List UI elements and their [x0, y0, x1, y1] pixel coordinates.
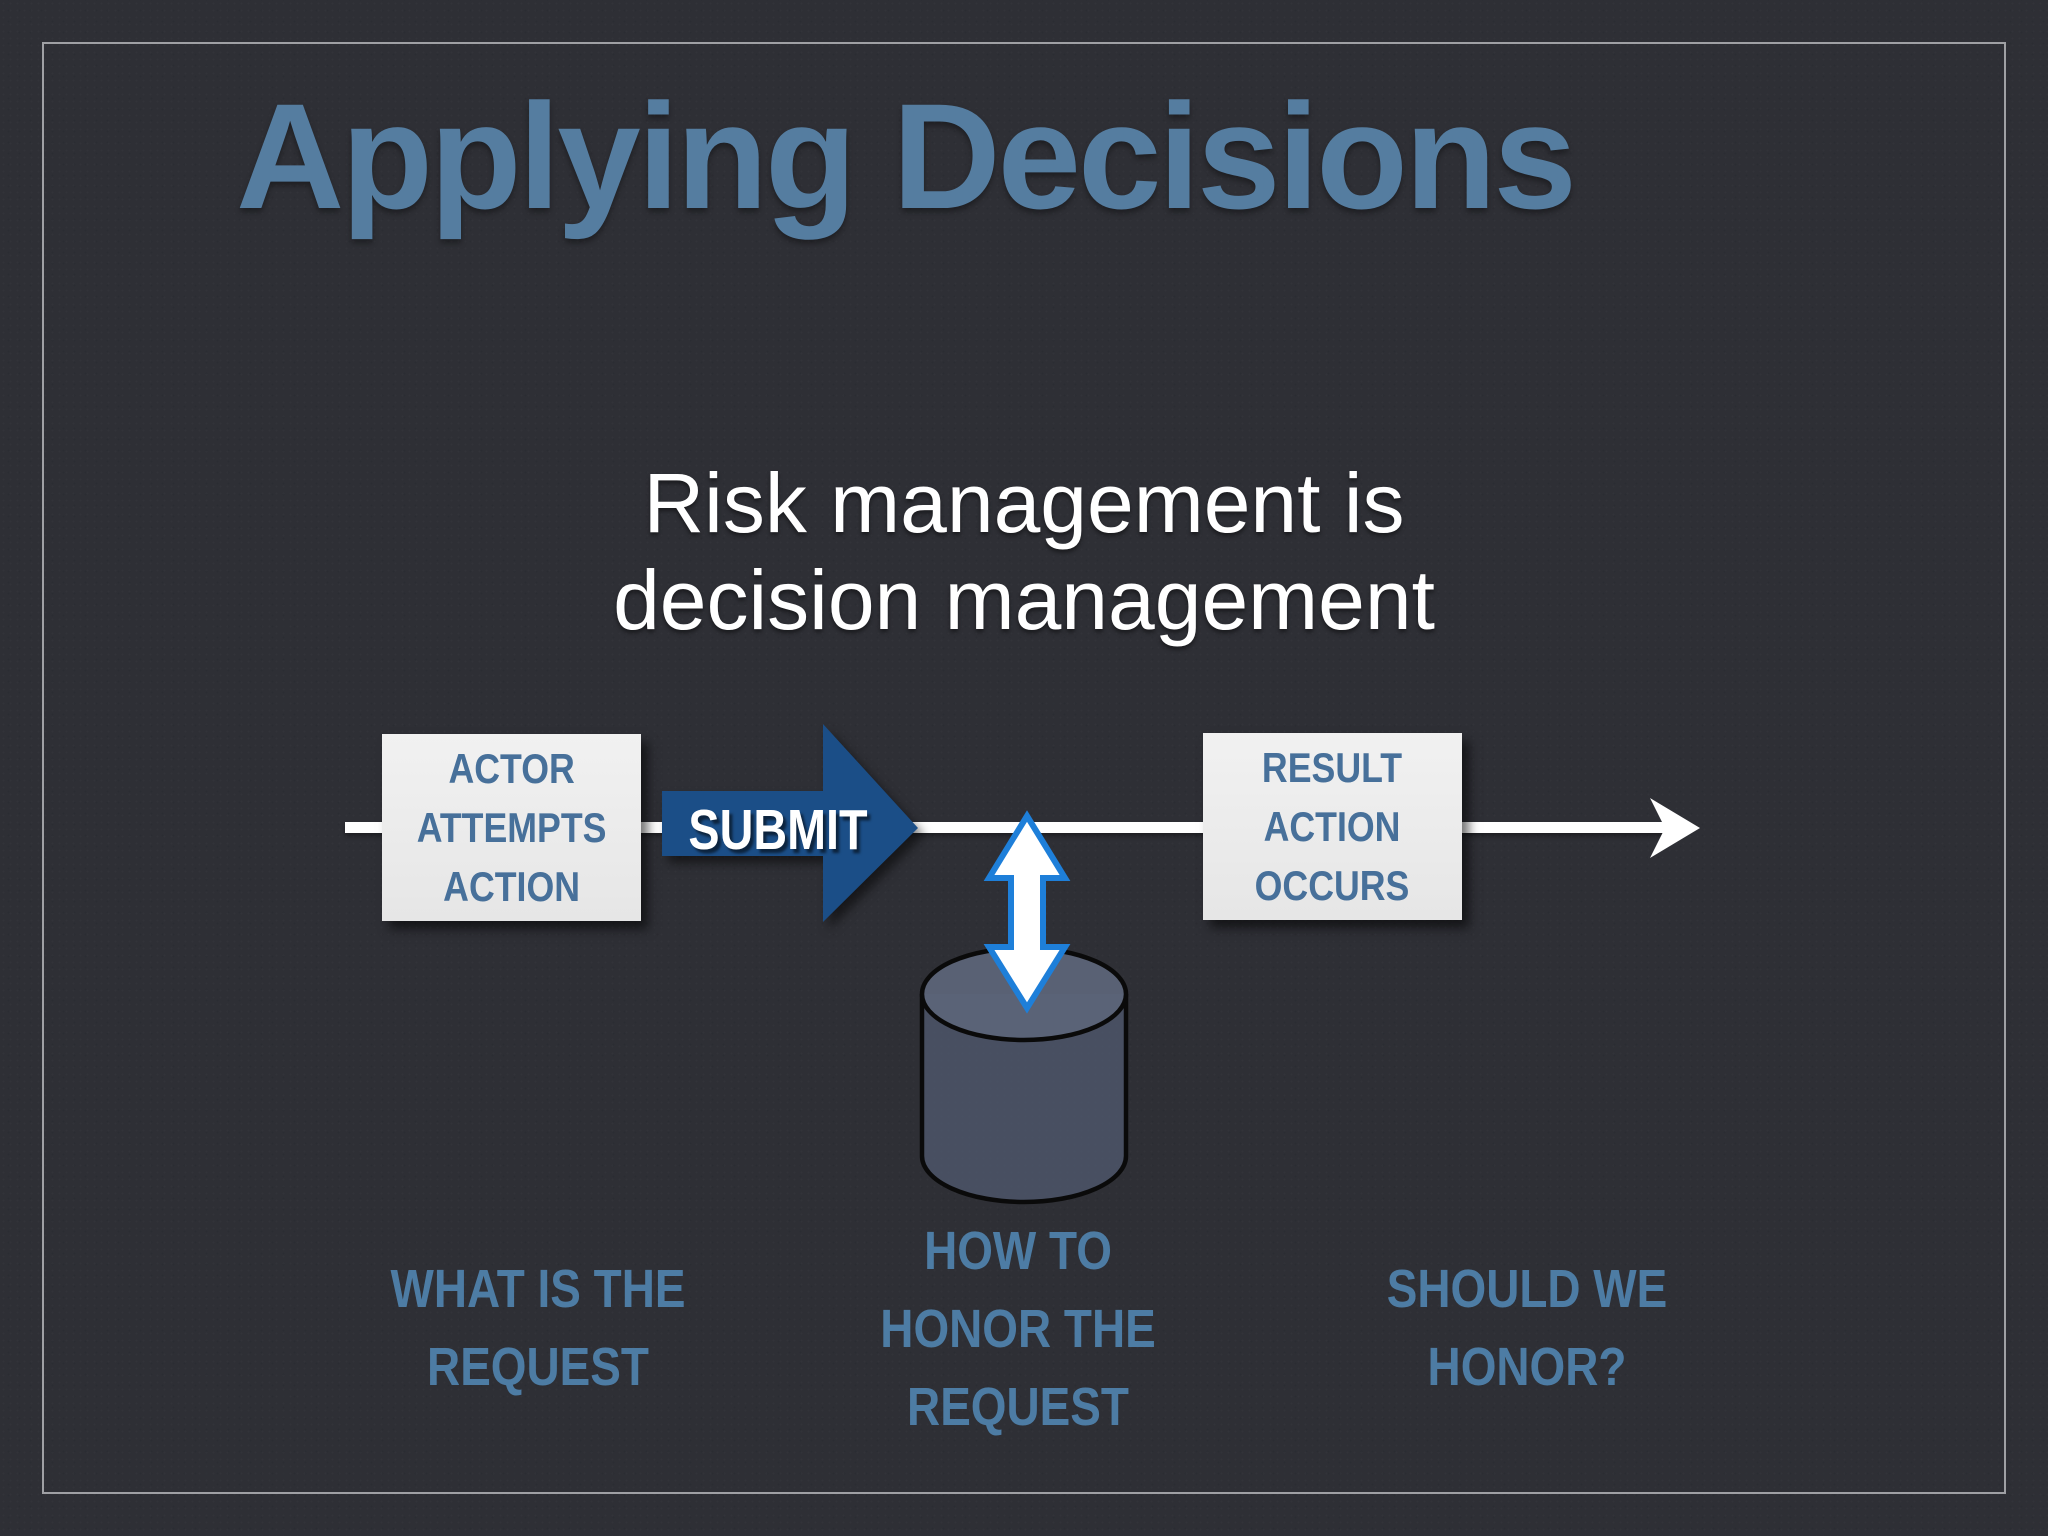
actor-box-line-2: ATTEMPTS — [416, 804, 607, 851]
result-box: RESULT ACTION OCCURS — [1203, 733, 1462, 920]
page-title: Applying Decisions — [236, 72, 1577, 240]
timeline-line — [345, 822, 1668, 833]
result-box-line-1: RESULT — [1262, 744, 1403, 791]
statement-line-2: decision management — [613, 553, 1435, 647]
result-box-text: RESULT ACTION OCCURS — [1255, 738, 1410, 915]
caption-center-line-3: REQUEST — [907, 1377, 1129, 1437]
result-box-line-2: ACTION — [1264, 803, 1401, 850]
submit-arrow-label: SUBMIT — [688, 798, 868, 862]
caption-center-line-2: HONOR THE — [880, 1299, 1156, 1359]
timeline-arrowhead-icon — [1650, 798, 1700, 858]
submit-arrow-icon — [662, 724, 918, 922]
actor-box: ACTOR ATTEMPTS ACTION — [382, 734, 641, 921]
caption-right-line-1: SHOULD WE — [1386, 1259, 1668, 1319]
caption-left-text: WHAT IS THE REQUEST — [360, 1250, 717, 1406]
caption-should-we-honor: SHOULD WE HONOR? — [1317, 1250, 1737, 1406]
result-box-line-3: OCCURS — [1255, 862, 1410, 909]
statement-text: Risk management is decision management — [0, 455, 2048, 649]
caption-center-text: HOW TO HONOR THE REQUEST — [840, 1212, 1197, 1446]
caption-right-text: SHOULD WE HONOR? — [1349, 1250, 1706, 1406]
caption-left-line-2: REQUEST — [427, 1337, 649, 1397]
actor-box-line-1: ACTOR — [448, 745, 575, 792]
caption-center-line-1: HOW TO — [924, 1221, 1112, 1281]
caption-how-to-honor-the-request: HOW TO HONOR THE REQUEST — [808, 1212, 1228, 1446]
actor-box-text: ACTOR ATTEMPTS ACTION — [417, 739, 607, 916]
exchange-up-down-arrow-icon — [983, 810, 1071, 1014]
statement-line-1: Risk management is — [643, 456, 1405, 550]
caption-what-is-the-request: WHAT IS THE REQUEST — [328, 1250, 748, 1406]
actor-box-line-3: ACTION — [443, 863, 580, 910]
caption-left-line-1: WHAT IS THE — [390, 1259, 686, 1319]
caption-right-line-2: HONOR? — [1427, 1337, 1627, 1397]
